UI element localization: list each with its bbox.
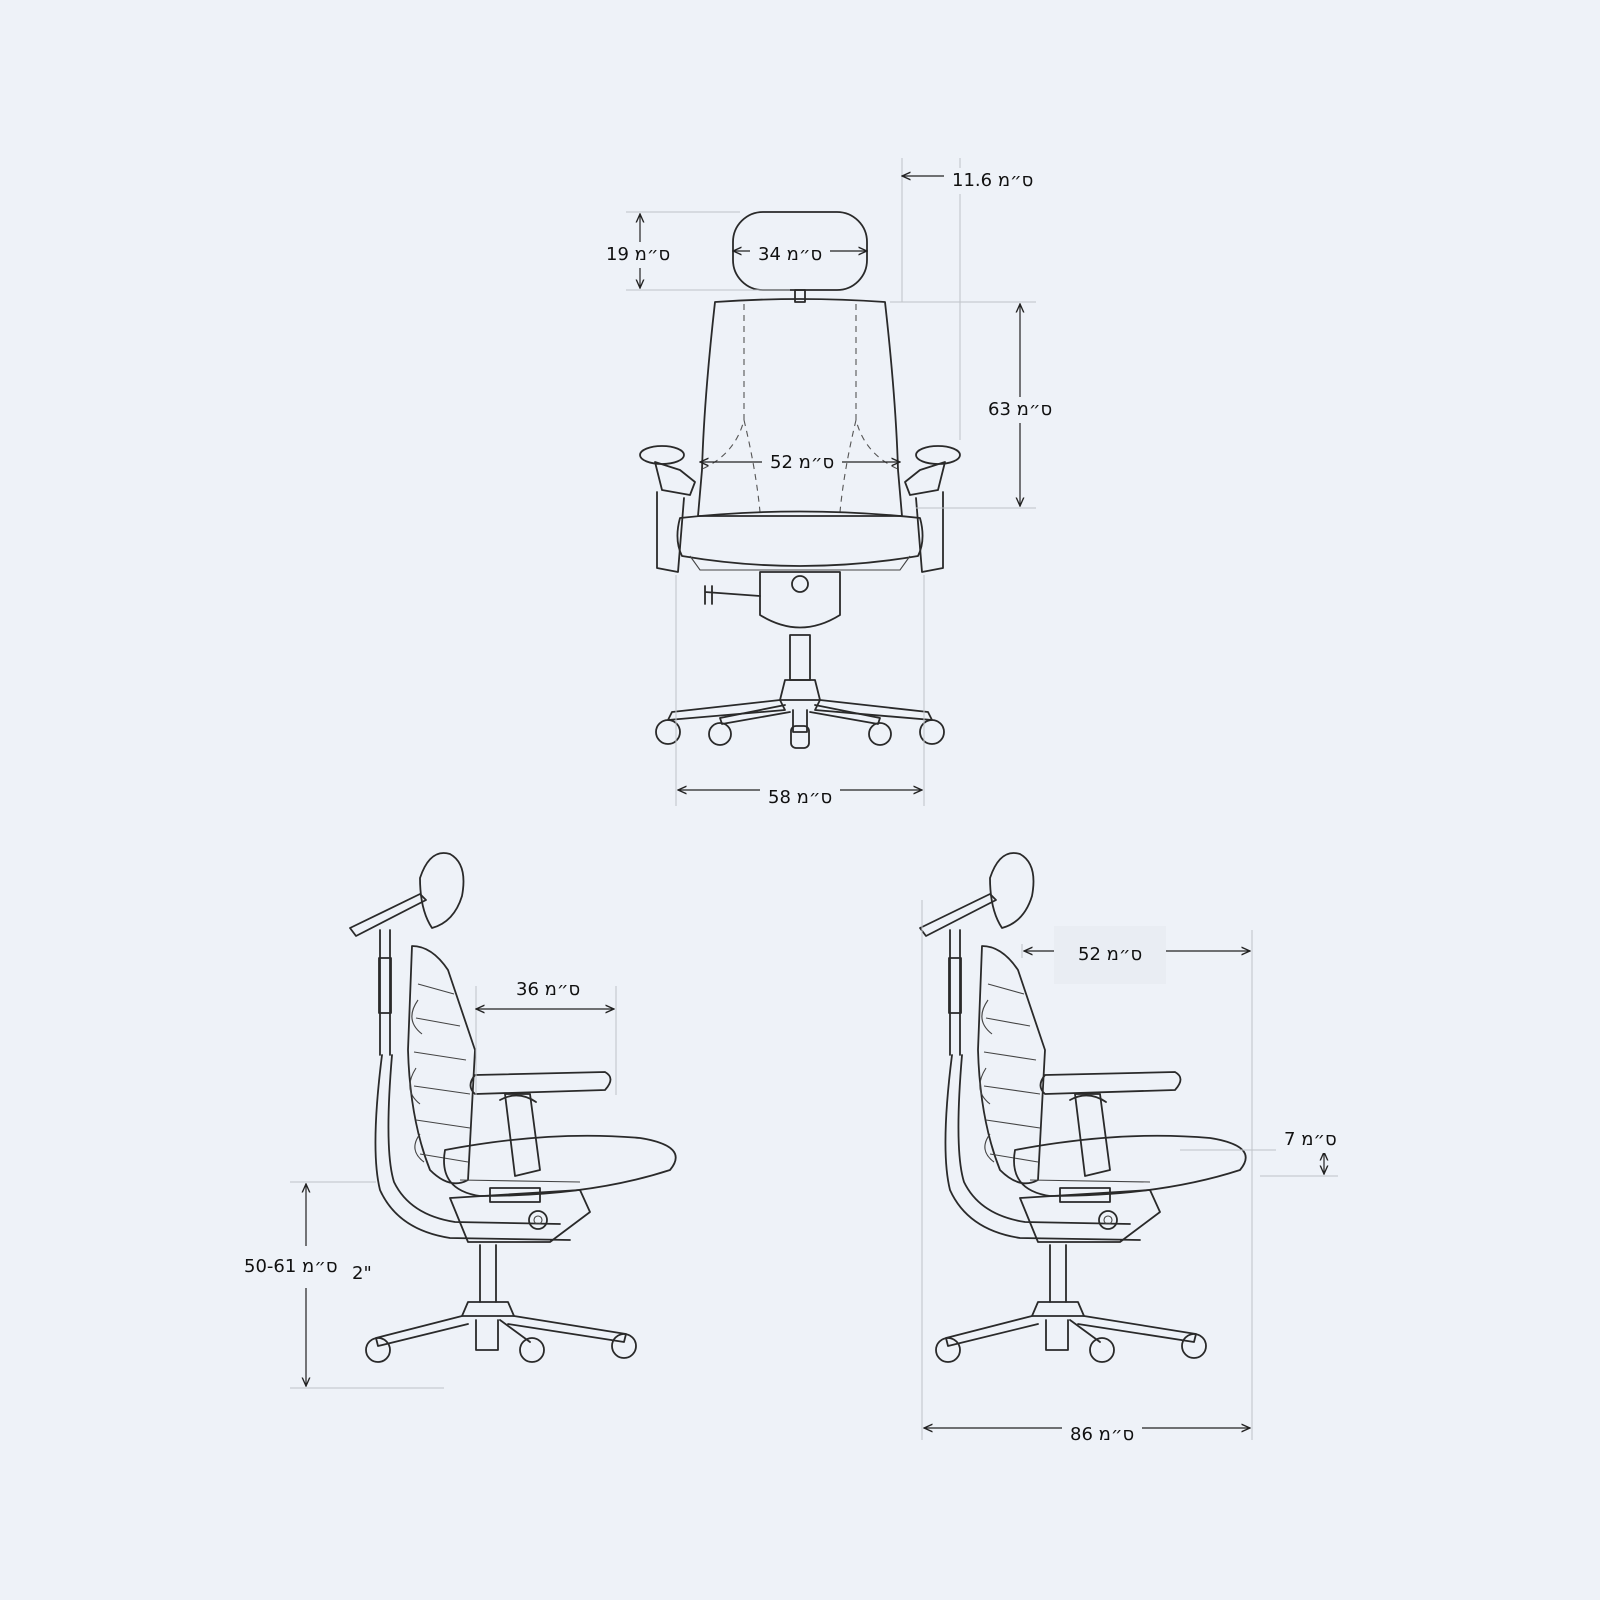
- seat-height-fragment: 2": [352, 1263, 372, 1285]
- seat-height-label: 50-61 ס״מ: [230, 1246, 352, 1288]
- overall-depth-label: 86 ס״מ: [1062, 1422, 1143, 1448]
- backrest-width-label: 52 ס״מ: [762, 450, 843, 476]
- headrest-height-label: 19 ס״מ: [598, 242, 679, 268]
- side-view-chair-left: [349, 852, 677, 1363]
- side-view-guides: [290, 900, 1338, 1440]
- headrest-offset-label: 11.6 ס״מ: [944, 168, 1042, 194]
- base-width-label: 58 ס״מ: [760, 785, 841, 811]
- seat-depth-label: 52 ס״מ: [1054, 926, 1167, 984]
- seat-tilt-label: 7 ס״מ: [1276, 1127, 1345, 1153]
- headrest-width-label: 34 ס״מ: [750, 242, 831, 268]
- armrest-depth-label: 36 ס״מ: [508, 977, 589, 1003]
- front-view-chair: [639, 211, 961, 749]
- backrest-height-label: 63 ס״מ: [980, 397, 1061, 423]
- front-view-guides: [626, 158, 1036, 806]
